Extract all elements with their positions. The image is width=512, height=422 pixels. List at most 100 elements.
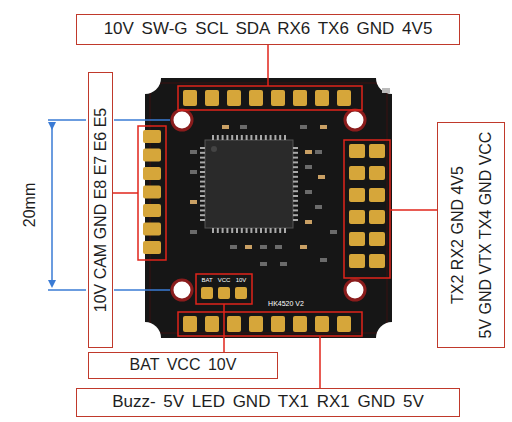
corner-notch (129, 322, 161, 354)
dimension-line (51, 126, 53, 284)
mcu-pin (284, 228, 286, 233)
solder-pad (369, 144, 385, 158)
smd-part (300, 245, 307, 249)
leader-line (113, 192, 138, 194)
mcu-pin (200, 181, 205, 183)
mcu-pin (217, 228, 219, 233)
mcu-pin (222, 135, 224, 140)
smd-part (320, 125, 327, 129)
pin-label: BAT VCC 10V (89, 353, 277, 377)
mcu-pin (200, 166, 205, 168)
mcu-pin (200, 157, 205, 159)
solder-pad (218, 287, 230, 299)
solder-pad (249, 316, 263, 332)
solder-pad (369, 210, 385, 224)
mcu-pin (293, 200, 298, 202)
mounting-hole (345, 110, 365, 130)
leader-line (319, 336, 321, 388)
callout-box: 10V SW-G SCL SDA RX6 TX6 GND 4V5 (76, 14, 460, 45)
extension-line (114, 289, 170, 291)
solder-pad (143, 186, 161, 199)
solder-pad (143, 149, 161, 162)
mcu-pin (226, 228, 228, 233)
smd-part (280, 262, 287, 266)
mcu-pin (293, 166, 298, 168)
mcu-pin (226, 135, 228, 140)
mcu-pin (274, 228, 276, 233)
mcu-pin (222, 228, 224, 233)
solder-pad (369, 232, 385, 246)
mcu-pin (293, 185, 298, 187)
solder-pad (183, 316, 197, 332)
smd-parts (190, 125, 337, 266)
pcb (129, 62, 408, 354)
mcu-pin (255, 228, 257, 233)
mcu-chip (205, 140, 293, 228)
mcu-pin (200, 161, 205, 163)
pcb-edge (150, 83, 387, 333)
mcu-pin (200, 152, 205, 154)
solder-pad (205, 316, 219, 332)
mcu-pin (200, 219, 205, 221)
mcu-pin (293, 176, 298, 178)
extension-line (48, 289, 86, 291)
mcu-pin (270, 228, 272, 233)
callout-box: BAT VCC 10V (88, 352, 278, 379)
smd-part (260, 245, 267, 249)
solder-pad (349, 144, 365, 158)
pad-frame (196, 274, 252, 304)
smd-part (315, 205, 322, 209)
smd-part (305, 220, 312, 224)
mcu-pin (293, 219, 298, 221)
smd-part (230, 245, 237, 249)
mcu-pin (293, 147, 298, 149)
solder-pad (271, 316, 285, 332)
mcu-pin (270, 135, 272, 140)
mcu-pin (293, 152, 298, 154)
mcu-pin (293, 195, 298, 197)
mcu-pins (200, 135, 298, 233)
mcu-pin (293, 214, 298, 216)
mcu-pin (274, 135, 276, 140)
dimension-label: 20mm (22, 183, 38, 227)
mcu-pin (279, 228, 281, 233)
callout-frames (113, 45, 437, 388)
smd-part (245, 245, 252, 249)
pin-label: 10V CAM GND E8 E7 E6 E5 (93, 108, 109, 313)
mcu-pin (260, 228, 262, 233)
mounting-hole (172, 280, 192, 300)
solder-pad (235, 287, 247, 299)
mcu-pin (293, 190, 298, 192)
mcu-pin (293, 171, 298, 173)
mcu-pin (212, 228, 214, 233)
mcu-pin (293, 157, 298, 159)
mcu-pin (200, 147, 205, 149)
mcu-pin (284, 135, 286, 140)
smd-part (315, 150, 322, 154)
solder-pad (205, 90, 219, 106)
solder-pad (227, 90, 241, 106)
silkscreen-label: VCC (218, 277, 231, 283)
mcu-pin (200, 205, 205, 207)
pin-label: TX2 RX2 GND 4V5 (450, 166, 466, 304)
solder-pad (143, 204, 161, 217)
smd-part (275, 245, 282, 249)
solder-pad (349, 166, 365, 180)
smd-part (190, 150, 197, 154)
smd-part (190, 200, 197, 204)
pcb-body (145, 78, 392, 338)
mcu-pin (200, 185, 205, 187)
mcu-pin (255, 135, 257, 140)
mcu-pin (241, 228, 243, 233)
mcu-pin (246, 135, 248, 140)
smd-part (300, 125, 307, 129)
solder-pad (143, 167, 161, 180)
solder-pad (349, 210, 365, 224)
mcu-pin (231, 228, 233, 233)
solder-pad (369, 254, 385, 268)
leader-line (267, 45, 269, 86)
pin-label: 10V SW-G SCL SDA RX6 TX6 GND 4V5 (77, 15, 459, 43)
mcu-pin (200, 214, 205, 216)
solder-pad (183, 90, 197, 106)
